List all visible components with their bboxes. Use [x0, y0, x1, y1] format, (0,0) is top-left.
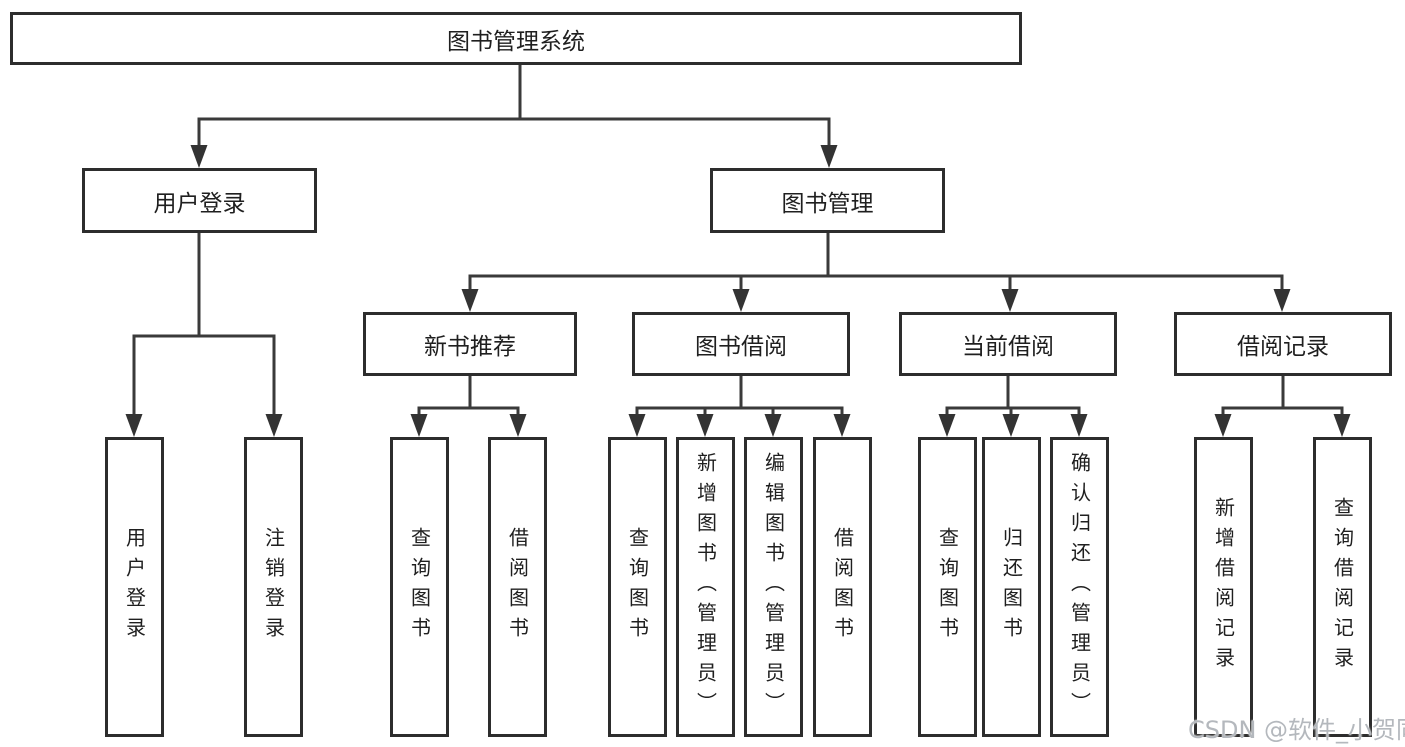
leaf-query-books-3: 查询图书: [918, 437, 977, 737]
node-borrow-records-label: 借阅记录: [1237, 334, 1329, 360]
node-borrow-records: 借阅记录: [1174, 312, 1392, 376]
node-new-books-label: 新书推荐: [424, 334, 516, 360]
leaf-add-borrow-record: 新增借阅记录: [1194, 437, 1253, 737]
node-book-management: 图书管理: [710, 168, 945, 233]
node-book-borrow: 图书借阅: [632, 312, 850, 376]
node-root-system: 图书管理系统: [10, 12, 1022, 65]
leaf-borrow-books-2: 借阅图书: [813, 437, 872, 737]
arrowheads: [125, 145, 1351, 437]
leaf-logout: 注销登录: [244, 437, 303, 737]
node-new-books: 新书推荐: [363, 312, 577, 376]
leaf-query-borrow-record: 查询借阅记录: [1313, 437, 1372, 737]
leaf-user-login: 用户登录: [105, 437, 164, 737]
node-user-login-label: 用户登录: [153, 190, 246, 217]
node-current-borrow: 当前借阅: [899, 312, 1117, 376]
node-book-management-label: 图书管理: [781, 190, 874, 217]
leaf-confirm-return-admin: 确认归还（管理员）: [1050, 437, 1109, 737]
leaf-return-books: 归还图书: [982, 437, 1041, 737]
leaf-borrow-books-1: 借阅图书: [488, 437, 547, 737]
node-book-borrow-label: 图书借阅: [695, 334, 787, 360]
leaf-query-books-1: 查询图书: [390, 437, 449, 737]
leaf-add-books-admin: 新增图书（管理员）: [676, 437, 735, 737]
node-user-login: 用户登录: [82, 168, 317, 233]
leaf-edit-books-admin: 编辑图书（管理员）: [744, 437, 803, 737]
csdn-watermark: CSDN @软件_小贺同学: [1188, 716, 1405, 744]
node-current-borrow-label: 当前借阅: [962, 334, 1054, 360]
node-root-label: 图书管理系统: [447, 28, 585, 55]
leaf-query-books-2: 查询图书: [608, 437, 667, 737]
